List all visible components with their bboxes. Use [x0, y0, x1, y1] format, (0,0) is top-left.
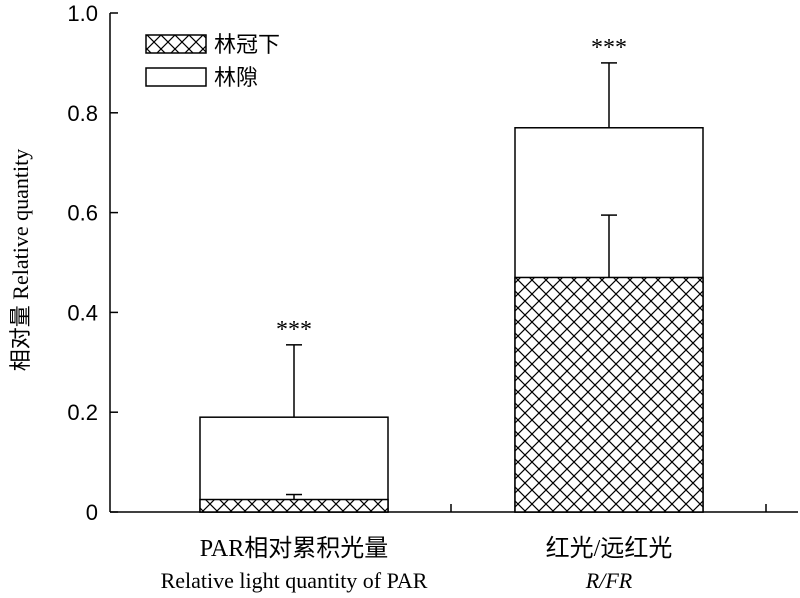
y-tick-label: 0: [86, 500, 98, 525]
plot-area: 0 0.2 0.4 0.6 0.8 1.0 相对量 Relative quantity ***…: [8, 1, 798, 593]
y-tick-label: 0.6: [67, 201, 98, 226]
significance-label: ***: [276, 317, 312, 343]
significance-label: ***: [591, 35, 627, 61]
legend-swatch-gap: [145, 67, 207, 87]
bar-under-canopy: [514, 276, 704, 513]
y-axis-label: 相对量 Relative quantity: [8, 149, 33, 371]
x-category-sublabel: Relative light quantity of PAR: [161, 568, 428, 593]
x-category-sublabel: R/FR: [585, 568, 633, 593]
bar-under-canopy: [199, 498, 389, 513]
y-tick-label: 1.0: [67, 1, 98, 26]
legend-label-under-canopy: 林冠下: [214, 32, 280, 57]
x-category-label: 红光/远红光: [546, 535, 673, 562]
legend-label-gap: 林隙: [214, 65, 258, 90]
legend-swatch-under-canopy: [145, 34, 207, 54]
x-category-label: PAR相对累积光量: [200, 535, 388, 562]
y-tick-label: 0.4: [67, 300, 98, 325]
y-tick-label: 0.2: [67, 400, 98, 425]
y-tick-label: 0.8: [67, 101, 98, 126]
